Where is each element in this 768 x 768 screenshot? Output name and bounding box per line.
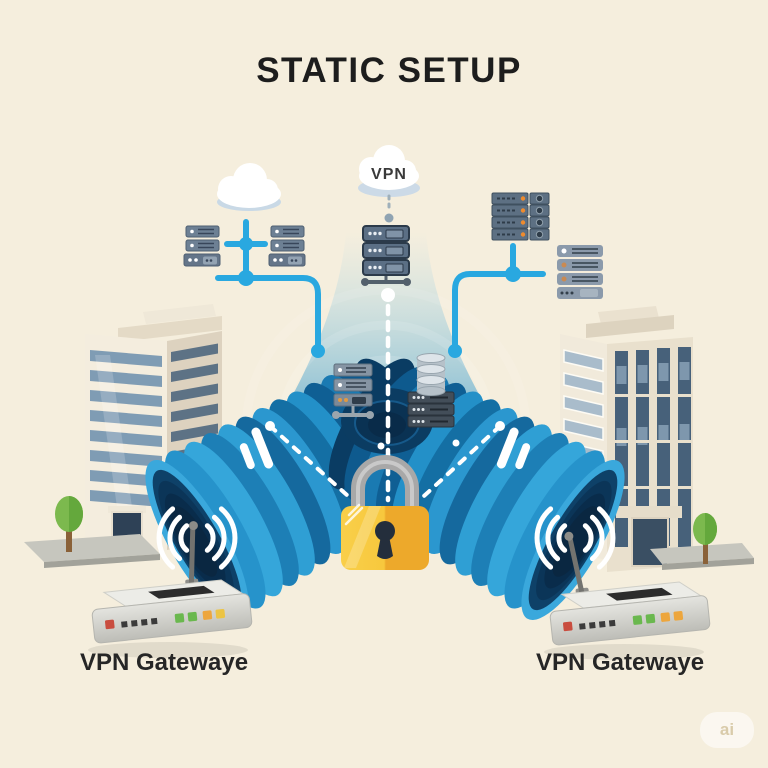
server-rack-icon — [491, 192, 550, 241]
watermark-badge: ai — [700, 712, 754, 748]
led-orange — [660, 612, 671, 622]
server-stack-left2-icon — [268, 225, 306, 267]
network-left-lines — [215, 219, 325, 358]
vpn-gateway-router-left — [91, 521, 253, 644]
building-right-canopy — [616, 506, 682, 518]
tree-left-icon — [55, 496, 83, 552]
router-left-shadow — [88, 642, 248, 658]
led-green — [174, 613, 185, 623]
antenna — [567, 536, 585, 595]
keyhole — [375, 521, 395, 541]
router-right-shadow — [544, 644, 704, 660]
network-right-lines — [448, 243, 546, 358]
core-server-stack-icon — [361, 225, 411, 286]
vpn-gateway-router-right — [549, 531, 711, 646]
junction-dot — [505, 266, 521, 282]
server-stack-right-icon — [557, 245, 603, 299]
watermark-label: ai — [720, 720, 734, 739]
padlock-icon — [341, 455, 429, 570]
line-end-dot — [311, 344, 325, 358]
gateway-left-label: VPN Gatewaye — [80, 649, 248, 676]
gateway-right-label: VPN Gatewaye — [536, 649, 704, 676]
line-end-dot — [448, 344, 462, 358]
mini-server-stack-icon — [332, 363, 374, 419]
cross-connector-dot — [239, 237, 253, 251]
path-start-dot — [381, 288, 395, 302]
led-orange — [202, 610, 213, 620]
vpn-cloud-label: VPN — [371, 166, 407, 183]
wifi-signal-right-icon — [534, 506, 616, 570]
led-red — [562, 621, 573, 632]
wifi-signal-left-icon — [156, 506, 238, 570]
led-red — [104, 619, 115, 630]
database-server-icon — [407, 353, 455, 428]
page-title: STATIC SETUP — [256, 51, 522, 90]
vpn-cloud-connector — [384, 194, 394, 223]
cloud-icon — [217, 163, 281, 211]
building-left-door-lintel — [108, 506, 146, 513]
led-green — [632, 615, 643, 625]
tree-right-icon — [693, 513, 717, 564]
building-left-front-windows — [90, 350, 162, 507]
building-right-front-windows — [613, 347, 693, 547]
sidewalk-left — [24, 534, 160, 568]
antenna — [188, 526, 196, 586]
server-stack-left-icon — [183, 225, 221, 267]
vpn-cloud-icon: VPN — [358, 145, 420, 197]
